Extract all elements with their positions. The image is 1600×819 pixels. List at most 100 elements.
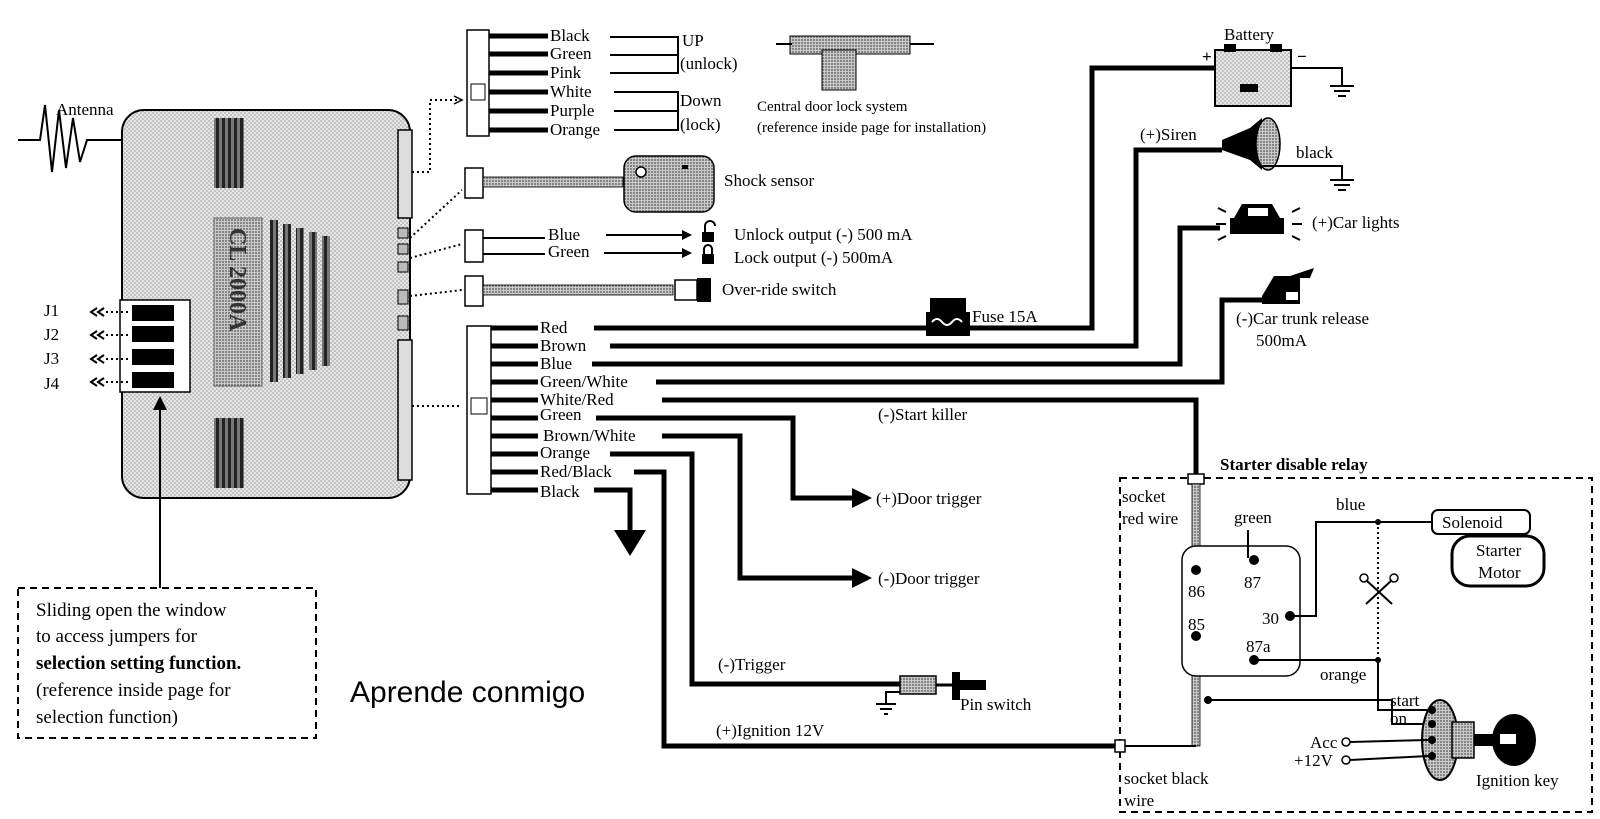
- trunk-release: (-)Car trunk release 500mA: [1236, 268, 1369, 350]
- harness-wire-blue: Blue: [540, 354, 572, 373]
- siren-label: (+)Siren: [1140, 125, 1197, 144]
- note-line-1: Sliding open the window: [36, 600, 227, 621]
- door-wire-orange: Orange: [550, 120, 600, 139]
- car-icon: [1216, 204, 1302, 241]
- door-wire-white: White: [550, 82, 592, 101]
- siren: (+)Siren black: [1140, 117, 1354, 191]
- door-wire-black: Black: [550, 26, 590, 45]
- unlock-output-label: Unlock output (-) 500 mA: [734, 225, 913, 244]
- relay-pin-30: 30: [1262, 609, 1279, 628]
- starter-motor: Solenoid Starter Motor: [1431, 509, 1546, 588]
- shock-sensor-label: Shock sensor: [724, 171, 815, 190]
- override-switch: Over-ride switch: [464, 275, 837, 307]
- harness-wire-green-white: Green/White: [540, 372, 628, 391]
- note-line-4: (reference inside page for: [36, 680, 231, 701]
- lock-outputs: Blue Green Unlock output (-) 500 mA Lock…: [464, 220, 913, 267]
- jumper-j1: J1: [44, 301, 59, 320]
- car-lights-label: (+)Car lights: [1312, 213, 1400, 232]
- door-trigger-pos-label: (+)Door trigger: [876, 489, 982, 508]
- override-label: Over-ride switch: [722, 280, 837, 299]
- harness-wire-brown-white: Brown/White: [543, 426, 636, 445]
- relay-pin-85: 85: [1188, 615, 1205, 634]
- battery-label: Battery: [1224, 25, 1275, 44]
- note-line-2: to access jumpers for: [36, 626, 198, 647]
- jumper-block: [119, 299, 191, 393]
- ground-icon: [876, 703, 896, 715]
- down-label: Down: [680, 91, 722, 110]
- fuse-label: Fuse 15A: [972, 307, 1038, 326]
- antenna-label: Antenna: [56, 100, 114, 119]
- control-unit: CL 2000A: [121, 109, 413, 499]
- siren-icon: [1222, 117, 1281, 171]
- motor-label: Motor: [1478, 563, 1521, 582]
- relay-socket-black-2: wire: [1124, 791, 1154, 810]
- relay-title: Starter disable relay: [1220, 455, 1368, 474]
- on-label: on: [1390, 709, 1408, 728]
- door-wire-green: Green: [550, 44, 592, 63]
- v12-label: +12V: [1294, 751, 1334, 770]
- antenna: Antenna: [18, 100, 124, 173]
- starter-label: Starter: [1476, 541, 1522, 560]
- harness-wire-green: Green: [540, 405, 582, 424]
- battery-minus: −: [1297, 47, 1307, 66]
- car-lights: (+)Car lights: [1216, 204, 1400, 241]
- door-lock-actuator-icon: Central door lock system (reference insi…: [757, 35, 986, 136]
- starter-relay: Starter disable relay socket red wire gr…: [1114, 455, 1593, 813]
- ground-icon: [1330, 179, 1354, 191]
- up-label: UP: [682, 31, 704, 50]
- jumper-labels: J1 J2 J3 J4: [44, 301, 130, 393]
- harness-routes: [592, 65, 1262, 749]
- relay-pin-87a: 87a: [1246, 637, 1271, 656]
- start-label: start: [1390, 691, 1420, 710]
- pin-switch: (-)Trigger Pin switch: [718, 655, 1032, 715]
- jumper-j4: J4: [44, 374, 60, 393]
- shock-sensor: Shock sensor: [464, 155, 815, 213]
- harness-wire-brown: Brown: [540, 336, 587, 355]
- door-wire-pink: Pink: [550, 63, 582, 82]
- relay-green-label: green: [1234, 508, 1272, 527]
- door-lock-system-sub: (reference inside page for installation): [757, 120, 986, 136]
- trunk-ma-label: 500mA: [1256, 331, 1308, 350]
- note-line-5: selection function): [36, 707, 178, 728]
- harness-wire-red: Red: [540, 318, 568, 337]
- harness-wire-white-red: White/Red: [540, 390, 614, 409]
- unlock-icon: [702, 220, 716, 242]
- scissors-icon: [1359, 573, 1399, 605]
- lock-label: (lock): [680, 115, 721, 134]
- harness-wire-orange: Orange: [540, 443, 590, 462]
- unit-vents: [270, 220, 330, 382]
- door-wire-purple: Purple: [550, 101, 594, 120]
- key-icon: [1474, 714, 1536, 766]
- battery: Battery + −: [1202, 25, 1354, 107]
- trunk-label: (-)Car trunk release: [1236, 309, 1369, 328]
- lock-output-label: Lock output (-) 500mA: [734, 248, 894, 267]
- car-trunk-icon: [1262, 268, 1314, 304]
- watermark: Aprende conmigo: [350, 676, 585, 709]
- harness-wire-black: Black: [540, 482, 580, 501]
- relay-pin-86: 86: [1188, 582, 1205, 601]
- jumper-j3: J3: [44, 349, 59, 368]
- fuse: Fuse 15A: [926, 298, 1038, 336]
- unlock-label: (unlock): [680, 54, 738, 73]
- relay-blue-label: blue: [1336, 495, 1365, 514]
- harness-wire-red-black: Red/Black: [540, 462, 612, 481]
- ground-icon: [1330, 85, 1354, 97]
- siren-black-label: black: [1296, 143, 1333, 162]
- ignition-key-label: Ignition key: [1476, 771, 1559, 790]
- relay-socket-red-2: red wire: [1122, 509, 1178, 528]
- main-harness: Red Brown Blue Green/White White/Red Gre…: [466, 318, 636, 501]
- connector-links: [409, 95, 464, 407]
- lock-icon: [702, 244, 714, 264]
- relay-socket-red-1: socket: [1122, 487, 1166, 506]
- door-lock-system-title: Central door lock system: [757, 99, 908, 115]
- unit-model-label: CL 2000A: [224, 228, 250, 332]
- relay-pin-87: 87: [1244, 573, 1262, 592]
- relay-orange-label: orange: [1320, 665, 1366, 684]
- acc-label: Acc: [1310, 733, 1338, 752]
- relay-socket-black-1: socket black: [1124, 769, 1209, 788]
- pin-switch-label: Pin switch: [960, 695, 1032, 714]
- lock-wire-green: Green: [548, 242, 590, 261]
- jumper-j2: J2: [44, 325, 59, 344]
